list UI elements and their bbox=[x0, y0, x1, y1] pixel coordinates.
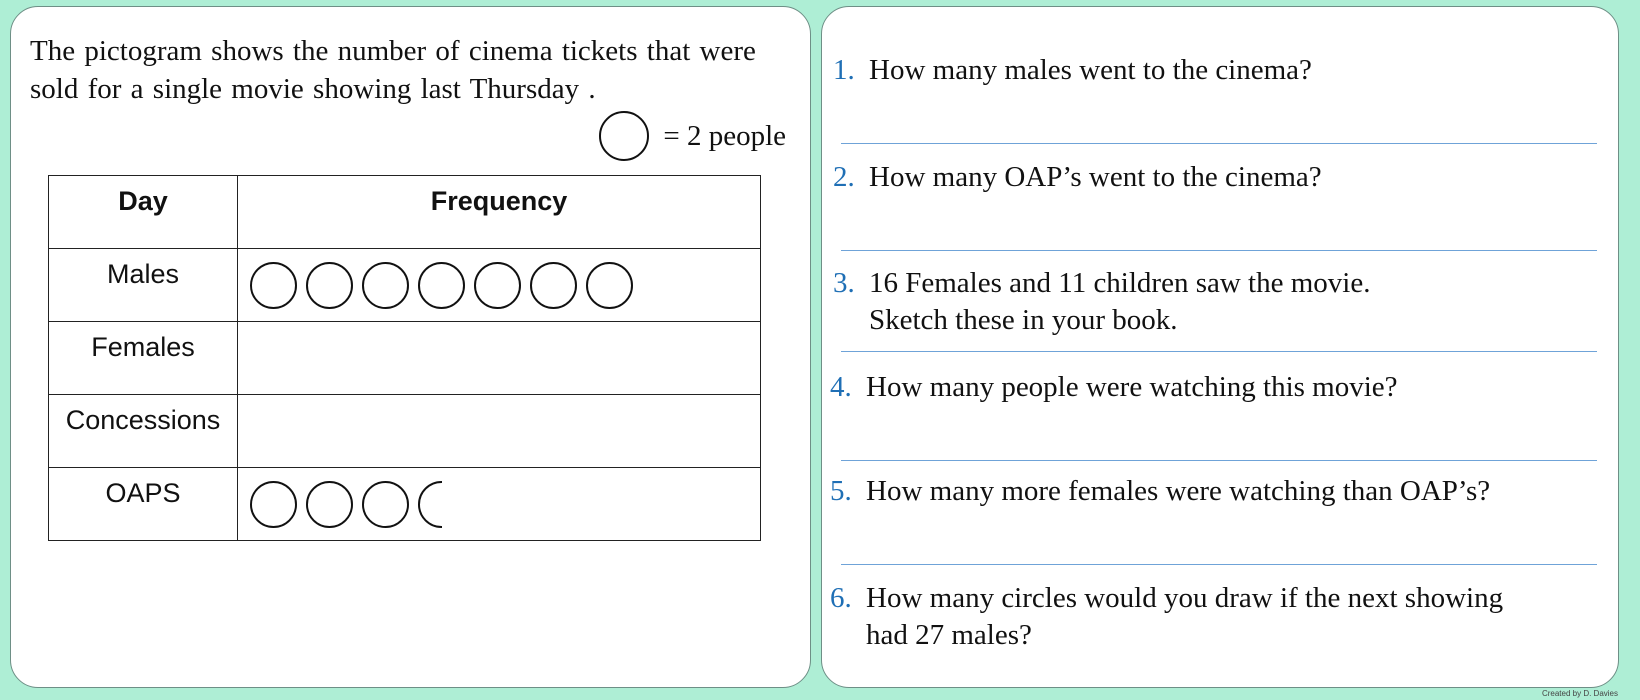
person-circle-icon bbox=[418, 261, 465, 309]
key-circle-icon bbox=[599, 111, 650, 161]
answer-line-2[interactable] bbox=[841, 250, 1597, 251]
row-label: Concessions bbox=[48, 394, 238, 468]
person-circle-icon bbox=[250, 261, 297, 309]
person-circle-icon bbox=[474, 261, 521, 309]
row-label: OAPS bbox=[48, 467, 238, 541]
row-label: Females bbox=[48, 321, 238, 395]
question-3: 3. 16 Females and 11 children saw the mo… bbox=[833, 265, 1593, 339]
table-row: Females bbox=[48, 321, 761, 395]
person-circle-icon bbox=[306, 480, 353, 528]
person-circle-icon bbox=[586, 261, 633, 309]
question-2: 2. How many OAP’s went to the cinema? bbox=[833, 159, 1593, 196]
question-5: 5. How many more females were watching t… bbox=[830, 473, 1590, 510]
table-row: Concessions bbox=[48, 394, 761, 468]
row-label: Males bbox=[48, 248, 238, 322]
question-number: 4. bbox=[830, 371, 852, 403]
person-circle-icon bbox=[306, 261, 353, 309]
pictogram-key: = 2 people bbox=[599, 111, 786, 161]
question-text: How many males went to the cinema? bbox=[869, 54, 1312, 86]
header-day: Day bbox=[48, 175, 238, 249]
half-circle-icon bbox=[418, 480, 442, 528]
question-number: 1. bbox=[833, 54, 855, 86]
question-text: 16 Females and 11 children saw the movie… bbox=[869, 267, 1371, 299]
question-4: 4. How many people were watching this mo… bbox=[830, 369, 1590, 406]
question-number: 5. bbox=[830, 475, 852, 507]
frequency-cell bbox=[237, 248, 761, 322]
question-number: 3. bbox=[833, 267, 855, 299]
key-label: = 2 people bbox=[663, 119, 786, 152]
intro-text: The pictogram shows the number of cinema… bbox=[30, 35, 756, 105]
table-row: Males bbox=[48, 248, 761, 322]
frequency-cell[interactable] bbox=[237, 394, 761, 468]
credit-text: Created by D. Davies bbox=[1541, 689, 1618, 698]
answer-line-3[interactable] bbox=[841, 351, 1597, 352]
person-circle-icon bbox=[362, 480, 409, 528]
question-number: 6. bbox=[830, 582, 852, 614]
table-row: OAPS bbox=[48, 467, 761, 541]
question-number: 2. bbox=[833, 161, 855, 193]
question-6: 6. How many circles would you draw if th… bbox=[830, 580, 1590, 654]
person-circle-icon bbox=[362, 261, 409, 309]
answer-line-4[interactable] bbox=[841, 460, 1597, 461]
person-circle-icon bbox=[250, 480, 297, 528]
person-circle-icon bbox=[530, 261, 577, 309]
answer-line-5[interactable] bbox=[841, 564, 1597, 565]
pictogram-table: Day Frequency Males Females Concessions … bbox=[48, 175, 761, 541]
half-circle-shape bbox=[418, 480, 442, 528]
question-text: How many people were watching this movie… bbox=[866, 371, 1398, 403]
answer-line-1[interactable] bbox=[841, 143, 1597, 144]
frequency-cell[interactable] bbox=[237, 321, 761, 395]
question-text: How many more females were watching than… bbox=[866, 475, 1491, 507]
question-text-line2: had 27 males? bbox=[866, 619, 1032, 651]
question-text-line2: Sketch these in your book. bbox=[869, 304, 1178, 336]
frequency-cell bbox=[237, 467, 761, 541]
question-text: How many circles would you draw if the n… bbox=[866, 582, 1504, 614]
question-1: 1. How many males went to the cinema? bbox=[833, 52, 1593, 89]
pictogram-panel: The pictogram shows the number of cinema… bbox=[10, 6, 811, 688]
question-text: How many OAP’s went to the cinema? bbox=[869, 161, 1322, 193]
questions-panel: 1. How many males went to the cinema? 2.… bbox=[821, 6, 1619, 688]
header-frequency: Frequency bbox=[237, 175, 761, 249]
